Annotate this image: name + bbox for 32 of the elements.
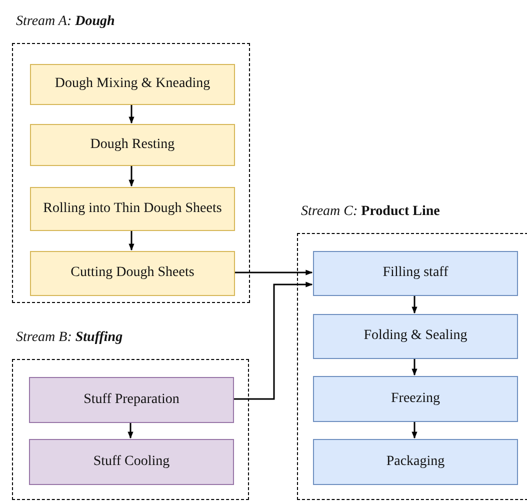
process-label: Cutting Dough Sheets (70, 265, 196, 282)
process-box (29, 377, 234, 423)
process-box (313, 251, 518, 296)
arrow (128, 165, 134, 187)
arrow (412, 295, 418, 314)
process-label: Folding & Sealing (362, 328, 468, 345)
process-box (313, 376, 518, 422)
process-label: Packaging (385, 454, 446, 470)
process-label: Dough Mixing & Kneading (54, 76, 212, 93)
arrow (412, 358, 418, 376)
process-label: Freezing (390, 390, 441, 408)
arrow (233, 282, 313, 400)
arrow (128, 230, 134, 251)
arrow (128, 104, 134, 124)
arrow (128, 422, 134, 439)
process-box (30, 64, 235, 105)
process-box (30, 124, 235, 166)
process-box (313, 314, 518, 359)
process-box (29, 439, 234, 485)
group-heading: Stream B: Stuffing (16, 330, 123, 346)
process-label: Rolling into Thin Dough Sheets (42, 200, 223, 218)
process-label: Dough Resting (89, 136, 176, 154)
process-label: Filling staff (382, 265, 450, 282)
process-box (313, 439, 518, 485)
process-label: Stuff Cooling (92, 454, 171, 470)
process-box (30, 251, 235, 296)
process-label: Stuff Preparation (82, 392, 180, 408)
group-heading: Stream C: Product Line (301, 204, 440, 220)
arrow (234, 270, 313, 276)
group-heading: Stream A: Dough (16, 14, 115, 30)
process-box (30, 187, 235, 231)
arrow (412, 421, 418, 439)
